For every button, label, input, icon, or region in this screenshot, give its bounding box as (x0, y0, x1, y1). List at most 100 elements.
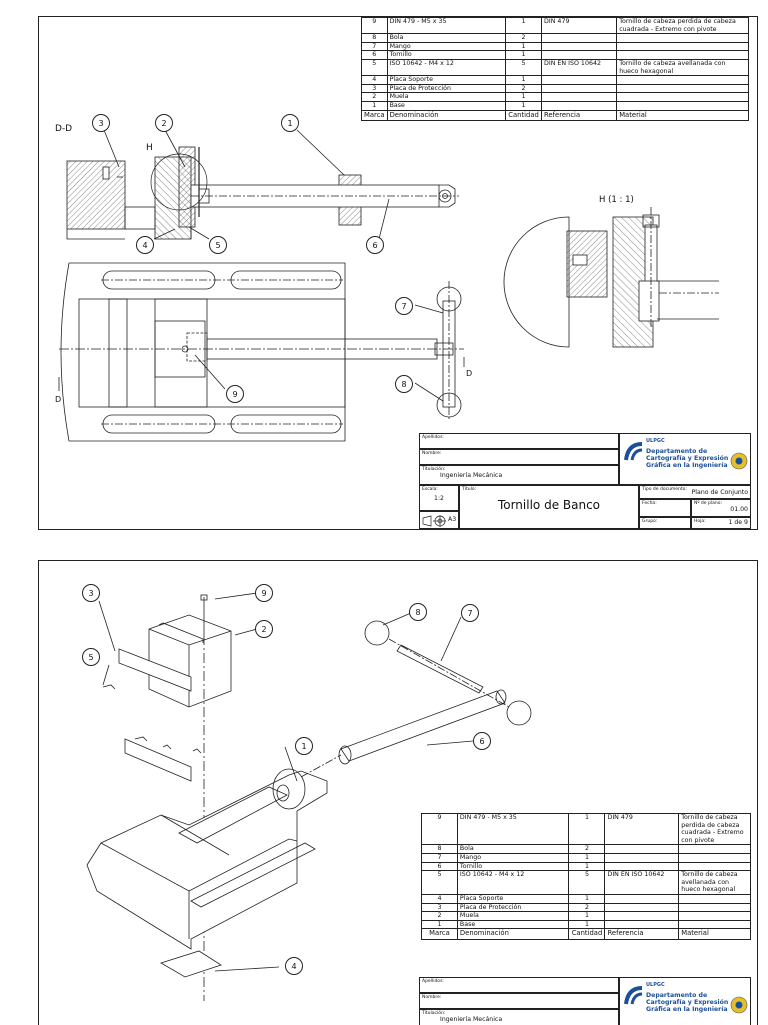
callout-3: 3 (82, 584, 100, 602)
parts-cell-denominacion: Tornillo (456, 861, 570, 872)
callout-7: 7 (395, 297, 413, 315)
projection-icon (422, 515, 446, 527)
parts-header-referencia: Referencia (541, 109, 618, 122)
titulo-field: Título:Tornillo de Banco (459, 485, 639, 529)
parts-cell-material (678, 844, 751, 854)
cut-letter-right: D (466, 369, 473, 378)
callout-7: 7 (461, 604, 479, 622)
parts-cell-denominacion: Muela (456, 911, 570, 921)
parts-header-marca: Marca (421, 928, 458, 940)
parts-cell-denominacion: Bola (456, 844, 570, 854)
detail-view-label: H (1 : 1) (599, 195, 634, 205)
callout-5: 5 (209, 236, 227, 254)
parts-cell-cantidad: 1 (568, 861, 606, 872)
parts-cell-denominacion: Base (456, 919, 570, 930)
escala-field: Escala:1:2 (419, 485, 459, 511)
parts-cell-material (678, 902, 751, 913)
parts-cell-cantidad: 1 (568, 911, 606, 921)
callout-9: 9 (255, 584, 273, 602)
callout-1: 1 (281, 114, 299, 132)
cut-letter-left: D (55, 395, 62, 404)
parts-cell-marca: 6 (421, 861, 458, 872)
parts-cell-marca: 5 (421, 870, 458, 895)
title-block: Apellidos: Nombre: Titulación:Ingeniería… (419, 977, 751, 1025)
department-logo: ULPGC Departamento de Cartografía y Expr… (619, 977, 751, 1025)
callout-3: 3 (92, 114, 110, 132)
department-emblem-icon (730, 996, 748, 1014)
parts-cell-denominacion: ISO 10642 - M4 x 12 (456, 870, 570, 895)
parts-header-cantidad: Cantidad (568, 928, 606, 940)
parts-cell-referencia (604, 902, 680, 913)
parts-cell-referencia (604, 861, 680, 872)
parts-cell-marca: 1 (421, 919, 458, 930)
parts-cell-referencia (604, 844, 680, 854)
callout-2: 2 (155, 114, 173, 132)
parts-cell-marca: 4 (421, 893, 458, 904)
parts-cell-referencia (604, 893, 680, 904)
parts-cell-material: Tornillo de cabeza perdida de cabeza cua… (678, 812, 751, 846)
parts-cell-marca: 8 (421, 844, 458, 854)
parts-cell-cantidad: 5 (568, 870, 606, 895)
parts-cell-denominacion: ISO 10642 - M4 x 12 (386, 58, 507, 77)
parts-cell-cantidad: 5 (505, 58, 543, 77)
grupo-field: Grupo: (639, 517, 691, 529)
parts-cell-marca: 9 (361, 16, 388, 35)
parts-cell-material: Tornillo de cabeza perdida de cabeza cua… (616, 16, 749, 35)
parts-cell-denominacion: DIN 479 - M5 x 35 (456, 812, 570, 846)
titulacion-field: Titulación:Ingeniería Mecánica (419, 1009, 619, 1025)
parts-header-denominacion: Denominación (386, 109, 507, 122)
nombre-field: Nombre: (419, 449, 619, 465)
parts-cell-marca: 9 (421, 812, 458, 846)
callout-4: 4 (136, 236, 154, 254)
parts-cell-referencia (604, 911, 680, 921)
parts-cell-marca: 3 (421, 902, 458, 913)
section-label: D-D (55, 124, 73, 134)
parts-cell-referencia: DIN EN ISO 10642 (604, 870, 680, 895)
parts-cell-material (678, 919, 751, 930)
hoja-field: Hoja: 1 de 9 (691, 517, 751, 529)
parts-cell-material (678, 861, 751, 872)
parts-cell-denominacion: Placa Soporte (456, 893, 570, 904)
plano-number-field: Nº de plano:01.00 (691, 499, 751, 517)
callout-6: 6 (366, 236, 384, 254)
parts-cell-cantidad: 2 (568, 844, 606, 854)
callout-4: 4 (285, 957, 303, 975)
parts-header-material: Material (678, 928, 751, 940)
nombre-field: Nombre: (419, 993, 619, 1009)
detail-mark: H (146, 143, 153, 153)
apellidos-field: Apellidos: (419, 977, 619, 993)
parts-cell-material (678, 911, 751, 921)
callout-6: 6 (473, 732, 491, 750)
parts-cell-cantidad: 2 (568, 902, 606, 913)
parts-cell-material (678, 893, 751, 904)
parts-cell-referencia (604, 919, 680, 930)
apellidos-field: Apellidos: (419, 433, 619, 449)
ulpgc-logo-icon (624, 442, 643, 461)
exploded-isometric-view (86, 592, 532, 1001)
fecha-field: Fecha: (639, 499, 691, 517)
callout-9: 9 (226, 385, 244, 403)
title-block: Apellidos: Nombre: Titulación:Ingeniería… (419, 433, 751, 529)
parts-header-denominacion: Denominación (456, 928, 570, 940)
parts-cell-material: Tornillo de cabeza avellanada con hueco … (616, 58, 749, 77)
callout-8: 8 (409, 603, 427, 621)
titulacion-field: Titulación:Ingeniería Mecánica (419, 465, 619, 485)
parts-cell-cantidad: 1 (568, 893, 606, 904)
parts-cell-marca: 2 (421, 911, 458, 921)
tipo-doc-field: Tipo de documento:Plano de Conjunto (639, 485, 751, 499)
callout-8: 8 (395, 375, 413, 393)
parts-cell-referencia (604, 852, 680, 863)
